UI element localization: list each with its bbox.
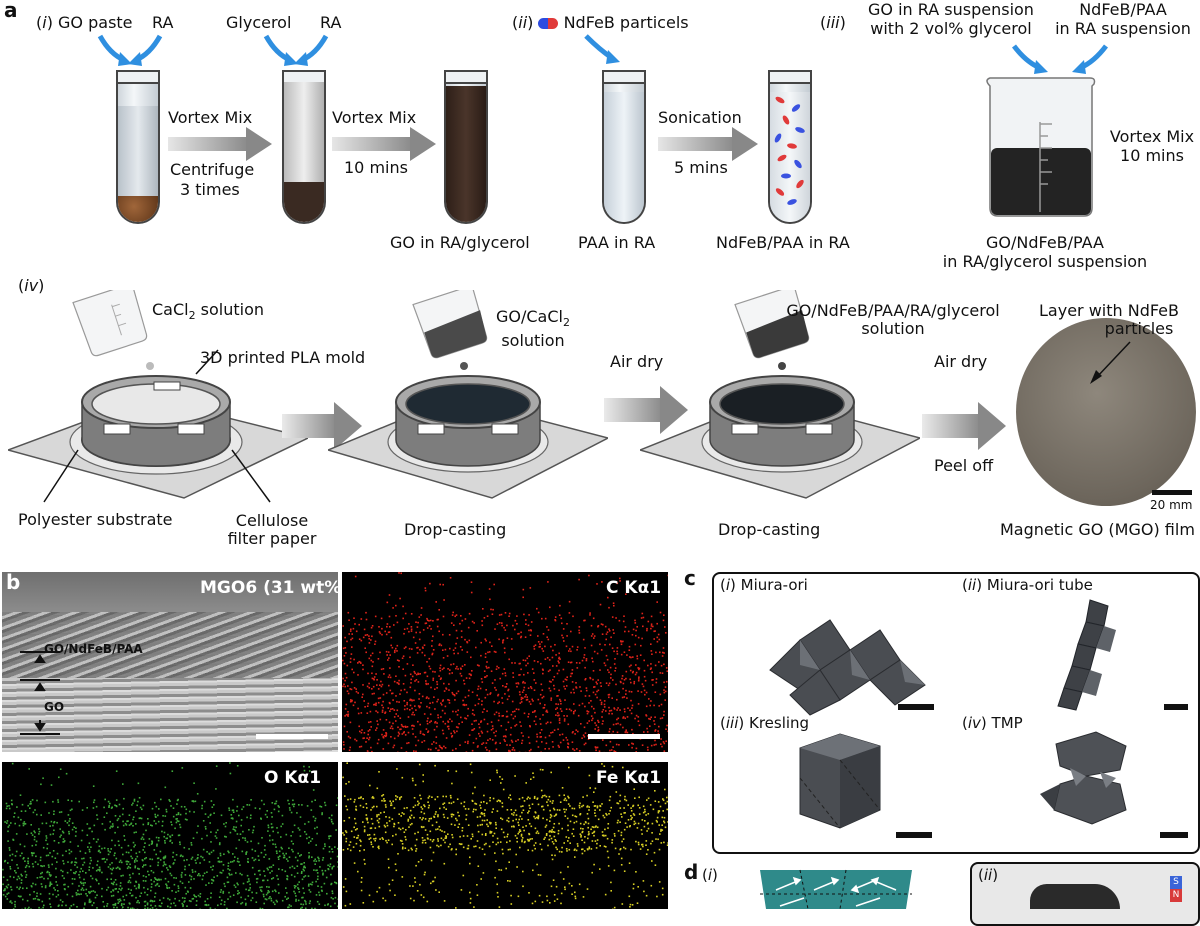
centrifuge-label: Centrifuge	[170, 160, 254, 179]
panel-d-label-ii: (ii)	[978, 866, 998, 884]
three-times-label: 3 times	[180, 180, 240, 199]
air-dry-label-2: Air dry	[934, 352, 987, 371]
film-scale-bar	[1152, 490, 1192, 495]
process-arrow-iv-3	[922, 406, 1006, 446]
miura-ori-tube-photo	[1030, 596, 1150, 716]
peel-off-label: Peel off	[934, 456, 993, 475]
process-arrow-3	[658, 133, 758, 155]
step-iii-label: (iii)	[820, 13, 846, 32]
scale-bar-c4	[1160, 832, 1188, 838]
panel-letter-c: c	[684, 566, 696, 590]
mgo-film-label: Magnetic GO (MGO) film	[1000, 520, 1195, 539]
magnet-icon: S N	[1170, 876, 1182, 902]
vortex-mix-label-1: Vortex Mix	[168, 108, 252, 127]
origami-label-1: (i) Miura-ori	[720, 576, 808, 594]
sonication-label: Sonication	[658, 108, 742, 127]
origami-photo-d	[1030, 884, 1120, 909]
panel-letter-b: b	[6, 570, 20, 594]
go-ra-glycerol-label: GO in RA/glycerol	[390, 233, 530, 252]
scale-bar-c1	[898, 704, 934, 710]
ten-mins-label-1: 10 mins	[344, 158, 408, 177]
panel-letter-d: d	[684, 860, 698, 884]
polyester-substrate-label: Polyester substrate	[18, 510, 172, 529]
five-mins-label: 5 mins	[674, 158, 728, 177]
mold-assembly-1	[8, 290, 308, 530]
inflow-arrows-2	[256, 30, 336, 70]
inflow-arrow-3	[580, 30, 630, 70]
origami-label-2: (ii) Miura-ori tube	[962, 576, 1093, 594]
go-layer-label: GO	[44, 698, 64, 717]
sem-sample-label: MGO6 (31 wt%)	[200, 578, 349, 598]
iron-map-label: Fe Kα1	[596, 768, 661, 788]
inflow-arrows-1	[90, 30, 170, 70]
drop-casting-label-1: Drop-casting	[404, 520, 506, 539]
ndfeb-particle-icon	[538, 18, 558, 29]
eds-scale-bar	[588, 734, 660, 739]
oxygen-map-label: O Kα1	[264, 768, 321, 788]
panel-d-label-i: (i)	[702, 866, 718, 884]
test-tube-ndfeb-paa-ra	[768, 70, 812, 224]
carbon-map-label: C Kα1	[606, 578, 661, 598]
test-tube-go-ra-glycerol	[444, 70, 488, 224]
test-tube-go-paste	[116, 70, 160, 224]
origami-label-4: (iv) TMP	[962, 714, 1023, 732]
film-scale-label: 20 mm	[1150, 496, 1192, 515]
top-layer-label: GO/NdFeB/PAA	[44, 640, 143, 659]
ndfeb-layer-pointer	[1080, 338, 1140, 388]
process-arrow-2	[332, 133, 436, 155]
ndfeb-paa-ra-label: NdFeB/PAA in RA	[716, 233, 850, 252]
scale-bar-c3	[896, 832, 932, 838]
magnetized-sheet-pattern	[756, 868, 916, 909]
panel-letter-a: a	[4, 0, 18, 22]
cacl2-solution-label: CaCl2 solution	[152, 300, 264, 325]
vortex-mix-label-2: Vortex Mix	[332, 108, 416, 127]
paa-ra-label: PAA in RA	[578, 233, 655, 252]
layer-thickness-brackets	[16, 648, 66, 740]
drop-casting-label-2: Drop-casting	[718, 520, 820, 539]
eds-map-carbon	[342, 572, 668, 752]
scale-bar-c2	[1164, 704, 1188, 710]
process-arrow-1	[168, 133, 272, 155]
kresling-photo	[780, 728, 900, 838]
beaker-final-suspension	[978, 72, 1108, 222]
test-tube-paa-ra	[602, 70, 646, 224]
test-tube-glycerol	[282, 70, 326, 224]
sem-scale-bar	[256, 734, 328, 739]
tmp-photo	[1030, 724, 1150, 834]
